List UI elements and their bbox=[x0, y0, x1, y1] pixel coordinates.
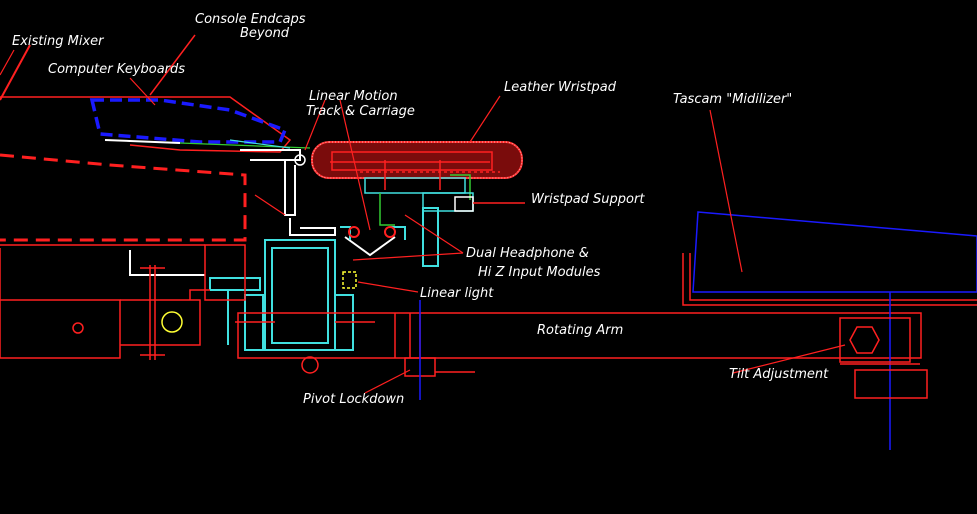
keyboard-link bbox=[179, 139, 311, 149]
label-tilt-adjustment: Tilt Adjustment bbox=[729, 367, 829, 382]
pivot-lockdown bbox=[301, 300, 475, 400]
tilt-adjustment bbox=[839, 317, 928, 399]
label-pivot-lockdown: Pivot Lockdown bbox=[303, 392, 404, 407]
existing-mixer bbox=[0, 44, 247, 246]
label-console-endcaps-beyond: Beyond bbox=[240, 26, 290, 41]
label-rotating-arm: Rotating Arm bbox=[537, 323, 623, 338]
mixer-support-frame bbox=[0, 244, 246, 360]
label-wristpad-support: Wristpad Support bbox=[531, 192, 645, 207]
tascam-midilizer bbox=[682, 211, 977, 450]
headphone-modules bbox=[209, 207, 439, 351]
label-track-carriage: Track & Carriage bbox=[306, 104, 415, 119]
pivot-knob bbox=[161, 311, 183, 333]
console-endcap bbox=[0, 34, 292, 153]
label-hi-z-modules: Hi Z Input Modules bbox=[478, 265, 601, 280]
keyboard-tray bbox=[104, 139, 336, 276]
linear-light bbox=[342, 271, 357, 289]
label-dual-headphone: Dual Headphone & bbox=[466, 246, 589, 261]
linear-motion-carriage bbox=[340, 226, 406, 257]
label-console-endcaps: Console Endcaps bbox=[195, 12, 306, 27]
label-leather-wristpad: Leather Wristpad bbox=[504, 80, 617, 95]
track-pulley bbox=[294, 154, 306, 166]
wristpad-support bbox=[330, 160, 525, 226]
label-existing-mixer: Existing Mixer bbox=[12, 34, 105, 49]
computer-keyboard bbox=[89, 98, 288, 144]
leader-lines bbox=[0, 49, 846, 394]
label-computer-keyboards: Computer Keyboards bbox=[48, 62, 185, 77]
label-linear-motion: Linear Motion bbox=[309, 89, 398, 104]
leather-wristpad bbox=[311, 141, 523, 179]
label-tascam-midilizer: Tascam "Midilizer" bbox=[673, 92, 792, 107]
label-linear-light: Linear light bbox=[420, 286, 494, 301]
